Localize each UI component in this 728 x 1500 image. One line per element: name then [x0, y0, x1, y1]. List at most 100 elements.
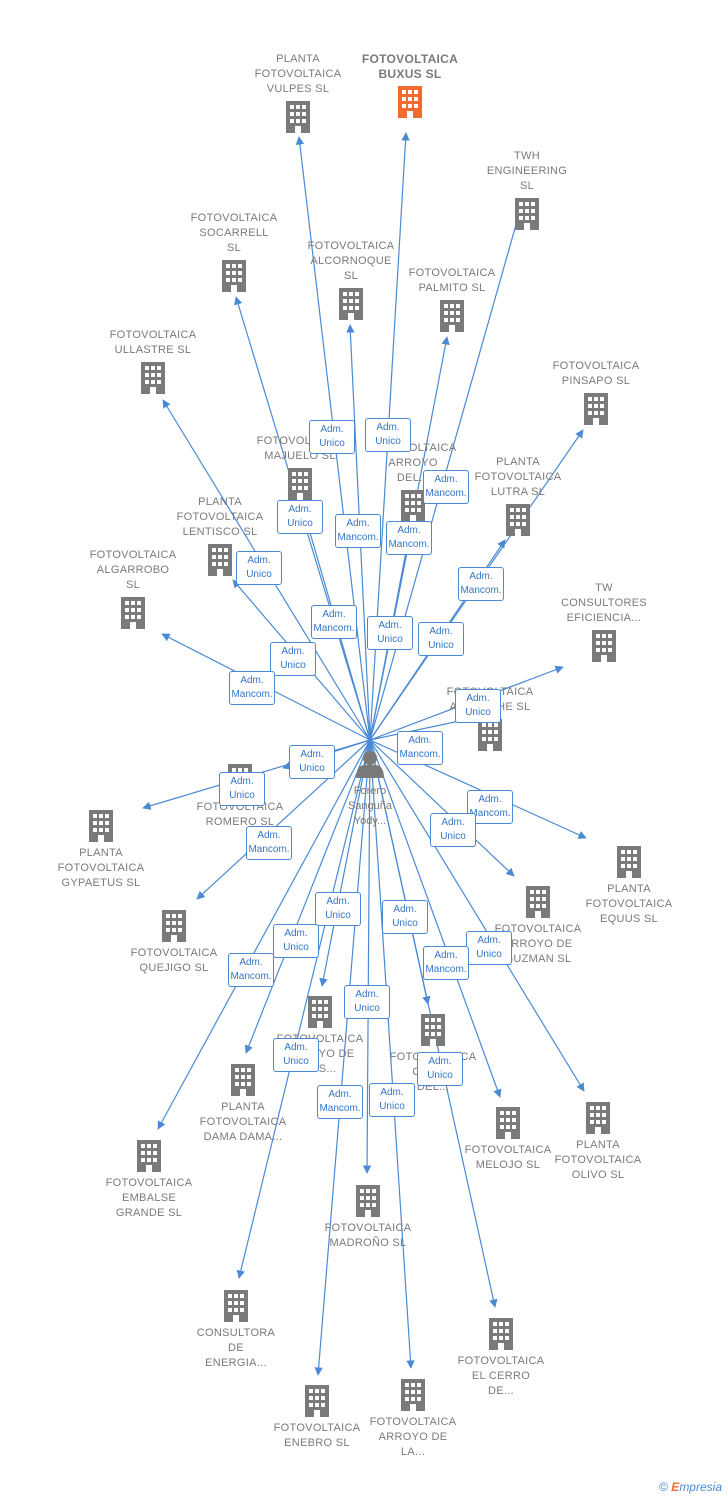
role-badge: Adm. Unico	[382, 900, 428, 934]
building-icon[interactable]	[584, 393, 608, 425]
brand-logo-text: mpresia	[679, 1480, 722, 1494]
company-label-tw[interactable]: TW CONSULTORES EFICIENCIA...	[560, 582, 648, 624]
building-icon[interactable]	[506, 504, 530, 536]
company-label-damadama[interactable]: PLANTA FOTOVOLTAICA DAMA DAMA...	[199, 1101, 287, 1143]
role-badge: Adm. Unico	[365, 418, 411, 452]
role-badge: Adm. Unico	[417, 1052, 463, 1086]
building-icon[interactable]	[121, 597, 145, 629]
building-icon[interactable]	[398, 86, 422, 118]
center-person-label[interactable]: Forero Sanguña Yody...	[347, 785, 393, 827]
building-icon[interactable]	[305, 1385, 329, 1417]
company-label-romero[interactable]: FOTOVOLTAICA ROMERO SL	[196, 801, 284, 828]
role-badge: Adm. Mancom.	[317, 1085, 363, 1119]
company-label-lentisco[interactable]: PLANTA FOTOVOLTAICA LENTISCO SL	[176, 496, 264, 538]
building-icon[interactable]	[617, 846, 641, 878]
building-icon[interactable]	[401, 490, 425, 522]
edge-melojo	[369, 739, 502, 1098]
role-badge: Adm. Unico	[430, 813, 476, 847]
building-icon[interactable]	[489, 1318, 513, 1350]
building-icon[interactable]	[231, 1064, 255, 1096]
company-label-buxus[interactable]: FOTOVOLTAICA BUXUS SL	[361, 52, 459, 81]
building-icon[interactable]	[586, 1102, 610, 1134]
role-badge: Adm. Mancom.	[335, 514, 381, 548]
company-label-twh[interactable]: TWH ENGINEERING SL	[486, 150, 568, 192]
building-icon[interactable]	[526, 886, 550, 918]
company-label-guzman[interactable]: FOTOVOLTAICA ARROYO DE GUZMAN SL	[494, 923, 582, 965]
building-icon[interactable]	[141, 362, 165, 394]
building-icon[interactable]	[162, 910, 186, 942]
edge-guzman	[369, 739, 515, 877]
company-label-consultora[interactable]: CONSULTORA DE ENERGIA...	[196, 1327, 276, 1369]
building-icon[interactable]	[592, 630, 616, 662]
building-icon[interactable]	[308, 996, 332, 1028]
company-label-alcornoque[interactable]: FOTOVOLTAICA ALCORNOQUE SL	[307, 240, 395, 282]
role-badge: Adm. Unico	[270, 642, 316, 676]
building-icon[interactable]	[440, 300, 464, 332]
building-icon[interactable]	[401, 1379, 425, 1411]
role-badge: Adm. Unico	[344, 985, 390, 1019]
role-badge: Adm. Unico	[273, 1038, 319, 1072]
role-badge: Adm. Mancom.	[397, 731, 443, 765]
role-badge: Adm. Mancom.	[311, 605, 357, 639]
building-icon[interactable]	[356, 1185, 380, 1217]
company-label-melojo[interactable]: FOTOVOLTAICA MELOJO SL	[464, 1144, 552, 1171]
edge-quejigo	[196, 739, 371, 900]
role-badge: Adm. Unico	[418, 622, 464, 656]
building-icon[interactable]	[339, 288, 363, 320]
company-label-madrono[interactable]: FOTOVOLTAICA MADROÑO SL	[324, 1222, 412, 1249]
building-icon[interactable]	[478, 719, 502, 751]
edge-arroyolos	[319, 739, 371, 987]
copyright: © Empresia	[659, 1480, 722, 1494]
role-badge: Adm. Unico	[367, 616, 413, 650]
company-label-arroyola[interactable]: FOTOVOLTAICA ARROYO DE LA...	[369, 1416, 457, 1458]
building-icon[interactable]	[89, 810, 113, 842]
role-badge: Adm. Mancom.	[228, 953, 274, 987]
company-label-equus[interactable]: PLANTA FOTOVOLTAICA EQUUS SL	[585, 883, 673, 925]
edge-enebro	[314, 739, 371, 1376]
role-badge: Adm. Mancom.	[467, 790, 513, 824]
role-badge: Adm. Unico	[466, 931, 512, 965]
company-label-pinsapo[interactable]: FOTOVOLTAICA PINSAPO SL	[552, 360, 640, 387]
building-icon[interactable]	[421, 1014, 445, 1046]
role-badge: Adm. Unico	[455, 689, 501, 723]
company-label-enebro[interactable]: FOTOVOLTAICA ENEBRO SL	[273, 1422, 361, 1449]
role-badge: Adm. Mancom.	[423, 470, 469, 504]
company-label-algarrobo[interactable]: FOTOVOLTAICA ALGARROBO SL	[89, 549, 177, 591]
company-label-olivo[interactable]: PLANTA FOTOVOLTAICA OLIVO SL	[554, 1139, 642, 1181]
building-icon[interactable]	[208, 544, 232, 576]
company-label-lutra[interactable]: PLANTA FOTOVOLTAICA LUTRA SL	[474, 456, 562, 498]
role-badge: Adm. Unico	[369, 1083, 415, 1117]
edge-embalse	[157, 739, 371, 1130]
copyright-symbol: ©	[659, 1480, 668, 1494]
building-icon[interactable]	[222, 260, 246, 292]
edge-madrono	[362, 739, 372, 1174]
building-icon[interactable]	[515, 198, 539, 230]
role-badge: Adm. Unico	[273, 924, 319, 958]
edge-consultora	[236, 739, 371, 1279]
company-label-ullastre[interactable]: FOTOVOLTAICA ULLASTRE SL	[109, 329, 197, 356]
role-badge: Adm. Mancom.	[423, 946, 469, 980]
company-label-gypaetus[interactable]: PLANTA FOTOVOLTAICA GYPAETUS SL	[57, 847, 145, 889]
building-icon[interactable]	[496, 1107, 520, 1139]
company-label-quejigo[interactable]: FOTOVOLTAICA QUEJIGO SL	[130, 947, 218, 974]
brand-logo-letter: E	[671, 1480, 680, 1494]
role-badge: Adm. Mancom.	[386, 521, 432, 555]
company-label-elcerro[interactable]: FOTOVOLTAICA EL CERRO DE...	[457, 1355, 545, 1397]
edge-arroyola	[369, 739, 415, 1369]
role-badge: Adm. Unico	[309, 420, 355, 454]
building-icon[interactable]	[286, 101, 310, 133]
role-badge: Adm. Mancom.	[246, 826, 292, 860]
building-icon[interactable]	[288, 468, 312, 500]
company-label-embalse[interactable]: FOTOVOLTAICA EMBALSE GRANDE SL	[105, 1177, 193, 1219]
building-icon[interactable]	[137, 1140, 161, 1172]
company-label-socarrell[interactable]: FOTOVOLTAICA SOCARRELL SL	[190, 212, 278, 254]
person-icon	[356, 751, 384, 778]
role-badge: Adm. Unico	[289, 745, 335, 779]
company-label-vulpes[interactable]: PLANTA FOTOVOLTAICA VULPES SL	[254, 53, 342, 95]
role-badge: Adm. Mancom.	[229, 671, 275, 705]
edge-damadama	[244, 739, 371, 1054]
building-icon[interactable]	[224, 1290, 248, 1322]
company-label-palmito[interactable]: FOTOVOLTAICA PALMITO SL	[408, 267, 496, 294]
role-badge: Adm. Mancom.	[458, 567, 504, 601]
